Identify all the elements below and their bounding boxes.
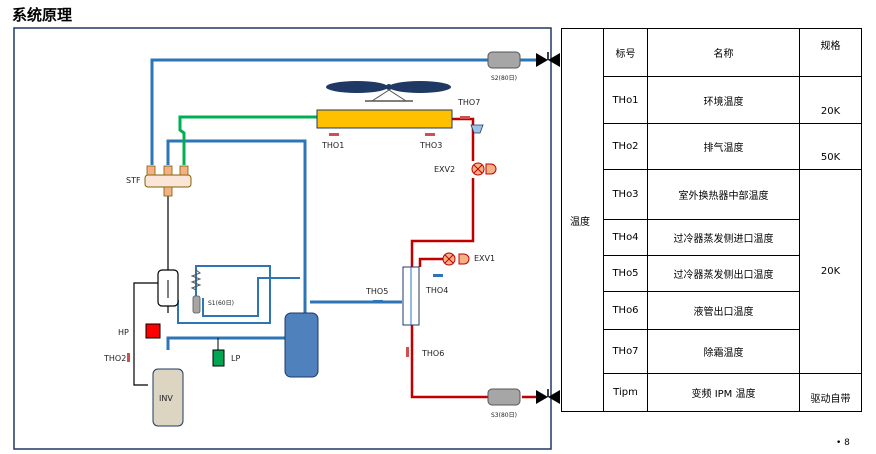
label-tho3: THO3 [419, 141, 442, 150]
row-id: THo2 [603, 123, 648, 170]
exv1-valve-icon [442, 252, 470, 266]
header-id: 标号 [603, 28, 648, 77]
label-s3: S3(80日) [491, 412, 517, 419]
category-cell: 温度 [561, 28, 604, 412]
tho1-sensor [329, 133, 339, 136]
row-name: 过冷器蒸发侧出口温度 [647, 255, 800, 292]
label-s2: S2(80日) [491, 75, 517, 82]
tho6-sensor [406, 347, 409, 357]
group-spec: 20K [799, 169, 862, 374]
row-name: 室外换热器中部温度 [647, 169, 800, 220]
tho3-sensor [425, 133, 435, 136]
outdoor-heat-exchanger [316, 109, 453, 129]
row-spec: 20K [799, 76, 862, 124]
label-tho7: THO7 [457, 98, 480, 107]
label-tho1: THO1 [321, 141, 344, 150]
page-number: • 8 [836, 438, 850, 448]
stf-four-way-valve [144, 165, 192, 197]
label-lp: LP [231, 354, 240, 363]
row-name: 过冷器蒸发侧进口温度 [647, 219, 800, 256]
row-id: THo1 [603, 76, 648, 124]
sensor-spec-table: 温度 标号 名称 规格 THo1 环境温度 20K THo2 排气温度 50K … [561, 28, 862, 412]
gas-stop-valve-icon [536, 52, 560, 67]
inverter-compressor [152, 368, 184, 427]
s2-strainer-icon [487, 51, 521, 69]
exv2-valve-icon [471, 162, 497, 176]
row-name: 排气温度 [647, 123, 800, 170]
green-pipe [178, 115, 317, 165]
hp-switch-icon [145, 323, 161, 339]
row-name: 环境温度 [647, 76, 800, 124]
tho7-sensor [460, 116, 470, 119]
tho2-sensor [127, 353, 130, 362]
row-id: THo4 [603, 219, 648, 256]
row-id: THo7 [603, 329, 648, 374]
row-spec: 驱动自带 [799, 373, 862, 412]
s1-capillary-icon [190, 269, 202, 314]
label-hp: HP [118, 328, 129, 337]
liquid-stop-valve-icon [536, 389, 560, 404]
red-pipes [410, 117, 540, 399]
tho5-sensor [373, 300, 383, 303]
header-name: 名称 [647, 28, 800, 77]
lp-switch-icon [212, 349, 225, 367]
row-name: 液管出口温度 [647, 291, 800, 330]
accumulator [284, 312, 319, 378]
row-spec: 50K [799, 123, 862, 170]
label-exv1: EXV1 [474, 254, 495, 263]
label-exv2: EXV2 [434, 165, 455, 174]
label-tho4: THO4 [425, 286, 448, 295]
blue-pipes [150, 58, 540, 350]
row-id: Tipm [603, 373, 648, 412]
row-id: THo6 [603, 291, 648, 330]
label-s1: S1(60日) [208, 300, 234, 307]
label-tho2: THO2 [103, 354, 126, 363]
label-tho5: THO5 [365, 287, 388, 296]
thin-blue-pipes [177, 265, 300, 324]
fan-icon [326, 81, 451, 102]
row-id: THo5 [603, 255, 648, 292]
row-name: 除霜温度 [647, 329, 800, 374]
diagram-frame [13, 27, 552, 450]
distributor-icon [470, 124, 484, 134]
row-id: THo3 [603, 169, 648, 220]
label-tho6: THO6 [421, 349, 444, 358]
header-spec: 规格 [799, 28, 862, 77]
row-name: 变频 IPM 温度 [647, 373, 800, 412]
s3-strainer-icon [487, 388, 521, 406]
page-title: 系统原理 [12, 6, 73, 24]
label-inv: INV [159, 394, 173, 403]
label-stf: STF [126, 176, 141, 185]
tho4-sensor [433, 274, 443, 277]
